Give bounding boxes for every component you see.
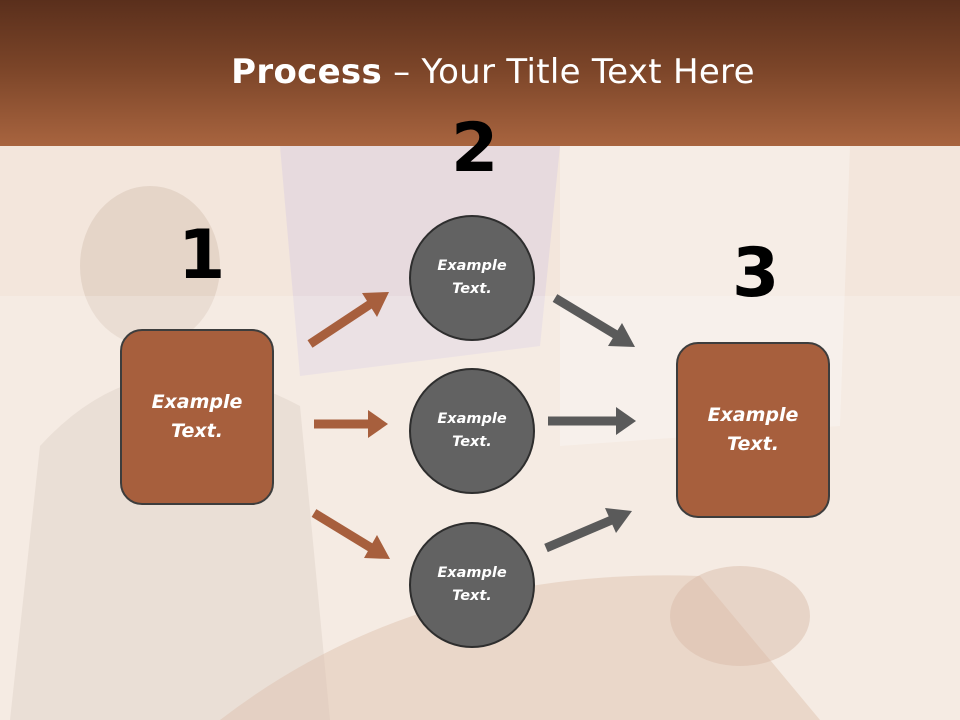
slide-title: Process – Your Title Text Here bbox=[0, 52, 960, 92]
step-number-2: 2 bbox=[451, 109, 499, 188]
right-text-box: Example Text. bbox=[676, 342, 830, 518]
arrow-up-right-gray bbox=[544, 508, 632, 553]
circle-bottom-label: Example Text. bbox=[437, 565, 507, 604]
arrow-right-brown bbox=[314, 410, 388, 438]
title-rest: – Your Title Text Here bbox=[382, 52, 755, 92]
left-text-box: Example Text. bbox=[120, 329, 274, 505]
circle-top: Example Text. bbox=[409, 215, 535, 341]
header-band bbox=[0, 0, 960, 146]
arrow-down-right-gray bbox=[552, 294, 635, 347]
circle-bottom: Example Text. bbox=[409, 522, 535, 648]
circle-middle-label: Example Text. bbox=[437, 411, 507, 450]
step-number-3: 3 bbox=[732, 234, 780, 313]
arrow-down-right-brown bbox=[311, 509, 390, 559]
left-box-label: Example Text. bbox=[151, 391, 243, 442]
circle-top-label: Example Text. bbox=[437, 258, 507, 297]
arrow-right-gray bbox=[548, 407, 636, 435]
title-bold: Process bbox=[231, 52, 383, 92]
circle-middle: Example Text. bbox=[409, 368, 535, 494]
arrow-up-right-brown bbox=[307, 292, 389, 348]
right-box-label: Example Text. bbox=[707, 404, 799, 455]
step-number-1: 1 bbox=[178, 216, 226, 295]
